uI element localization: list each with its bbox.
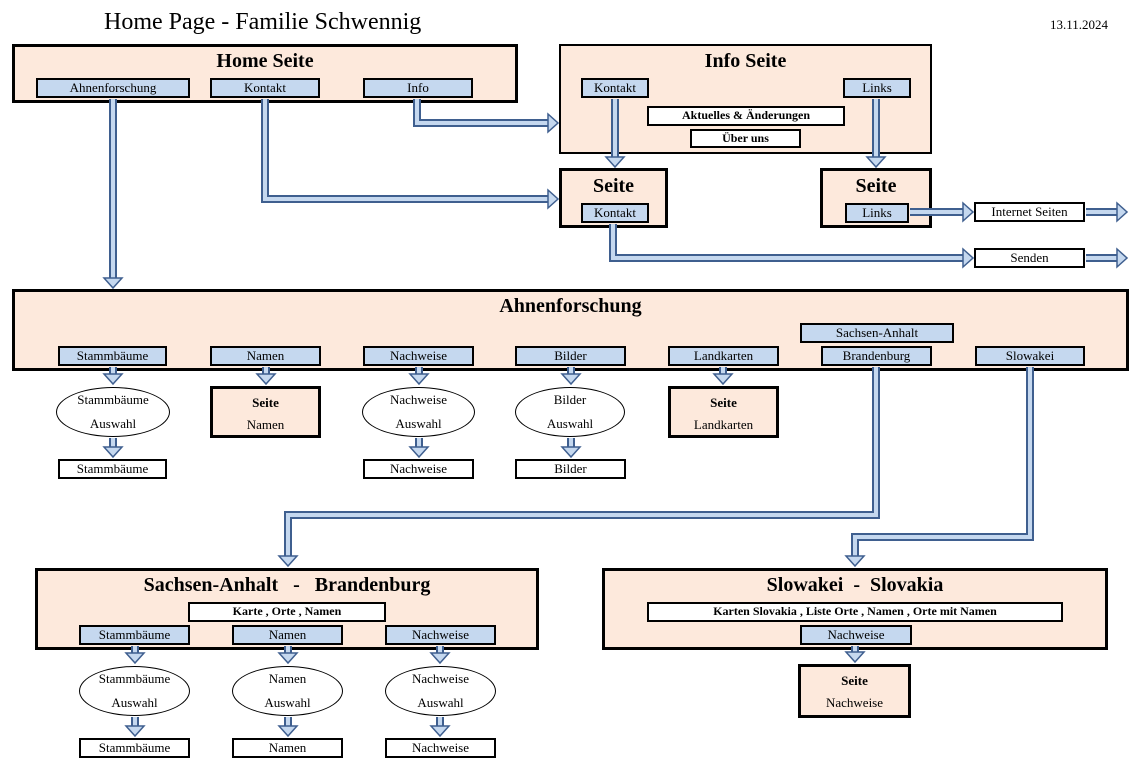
oval-line-2: Auswahl xyxy=(111,695,158,710)
arrow-nachweise-oval-to-result xyxy=(408,438,430,459)
sachsen-brandenburg-title: Sachsen-Anhalt - Brandenburg xyxy=(143,574,431,596)
stammbaeume-result[interactable]: Stammbäume xyxy=(58,459,167,479)
seite-landkarten-label: Landkarten xyxy=(693,417,754,432)
seite-namen-label: Namen xyxy=(246,417,285,432)
seite-links-button[interactable]: Links xyxy=(845,203,909,223)
home-kontakt-button[interactable]: Kontakt xyxy=(210,78,320,98)
arrow-home-info-to-info-seite xyxy=(413,99,560,134)
arrow-senden-out xyxy=(1086,247,1129,269)
seite-links-title: Seite xyxy=(855,175,897,197)
home-ahnenforschung-button[interactable]: Ahnenforschung xyxy=(36,78,190,98)
stammbaeume-auswahl-oval[interactable]: Stammbäume Auswahl xyxy=(56,387,170,437)
sachsen-stammbaeume-result[interactable]: Stammbäume xyxy=(79,738,190,758)
home-seite-title: Home Seite xyxy=(216,50,314,72)
karte-orte-namen-link[interactable]: Karte , Orte , Namen xyxy=(188,602,386,622)
seite-nachweise-label: Nachweise xyxy=(825,695,884,710)
sachsen-nachweise-result[interactable]: Nachweise xyxy=(385,738,496,758)
slowakei-title: Slowakei - Slovakia xyxy=(766,574,944,596)
sachsen-nachweise-button[interactable]: Nachweise xyxy=(385,625,496,645)
home-info-button[interactable]: Info xyxy=(363,78,473,98)
aktuelles-link[interactable]: Aktuelles & Änderungen xyxy=(647,106,845,126)
arrow-bilder-oval-to-result xyxy=(560,438,582,459)
ueber-uns-link[interactable]: Über uns xyxy=(690,129,801,148)
oval-line-1: Namen xyxy=(268,671,307,686)
karten-slovakia-link[interactable]: Karten Slovakia , Liste Orte , Namen , O… xyxy=(647,602,1063,622)
senden-button[interactable]: Senden xyxy=(974,248,1085,268)
arrow-home-to-ahnenforschung xyxy=(102,99,124,290)
oval-line-1: Stammbäume xyxy=(98,671,171,686)
ahnen-namen-button[interactable]: Namen xyxy=(210,346,321,366)
oval-line-1: Nachweise xyxy=(389,392,448,407)
sachsen-stammbaeume-oval[interactable]: Stammbäume Auswahl xyxy=(79,666,190,716)
oval-line-2: Auswahl xyxy=(417,695,464,710)
oval-line-1: Bilder xyxy=(553,392,587,407)
info-links-button[interactable]: Links xyxy=(843,78,911,98)
ahnen-bilder-button[interactable]: Bilder xyxy=(515,346,626,366)
oval-line-2: Auswahl xyxy=(546,416,594,431)
page-title: Home Page - Familie Schwennig xyxy=(104,9,422,35)
oval-line-2: Auswahl xyxy=(395,416,442,431)
slowakei-nachweise-button[interactable]: Nachweise xyxy=(800,625,912,645)
arrow-slowakei-to-slowakei-box xyxy=(844,367,1034,568)
seite-kontakt-button[interactable]: Kontakt xyxy=(581,203,649,223)
sachsen-namen-result[interactable]: Namen xyxy=(232,738,343,758)
seite-nachweise-title: Seite xyxy=(841,673,868,688)
seite-landkarten-box[interactable]: Seite Landkarten xyxy=(668,386,779,438)
arrow-sachsen-namen-oval-to-result xyxy=(277,717,299,738)
oval-line-2: Auswahl xyxy=(89,416,137,431)
date-label: 13.11.2024 xyxy=(1050,17,1109,32)
ahnenforschung-title: Ahnenforschung xyxy=(499,295,642,317)
arrow-internet-out xyxy=(1086,201,1129,223)
oval-line-1: Stammbäume xyxy=(77,392,149,407)
bilder-result[interactable]: Bilder xyxy=(515,459,626,479)
seite-kontakt-title: Seite xyxy=(592,175,635,197)
nachweise-auswahl-oval[interactable]: Nachweise Auswahl xyxy=(362,387,475,437)
ahnen-nachweise-button[interactable]: Nachweise xyxy=(363,346,474,366)
seite-landkarten-title: Seite xyxy=(710,395,737,410)
sachsen-stammbaeume-button[interactable]: Stammbäume xyxy=(79,625,190,645)
oval-line-2: Auswahl xyxy=(264,695,311,710)
sachsen-nachweise-oval[interactable]: Nachweise Auswahl xyxy=(385,666,496,716)
ahnen-landkarten-button[interactable]: Landkarten xyxy=(668,346,779,366)
arrow-stammbaeume-oval-to-result xyxy=(102,438,124,459)
seite-namen-title: Seite xyxy=(252,395,279,410)
bilder-auswahl-oval[interactable]: Bilder Auswahl xyxy=(515,387,625,437)
sachsen-namen-oval[interactable]: Namen Auswahl xyxy=(232,666,343,716)
seite-nachweise-box[interactable]: Seite Nachweise xyxy=(798,664,911,718)
internet-seiten-link[interactable]: Internet Seiten xyxy=(974,202,1085,222)
arrow-home-kontakt-to-seite-kontakt xyxy=(261,99,560,210)
ahnen-slowakei-button[interactable]: Slowakei xyxy=(975,346,1085,366)
ahnen-brandenburg-button[interactable]: Brandenburg xyxy=(821,346,932,366)
sachsen-namen-button[interactable]: Namen xyxy=(232,625,343,645)
info-kontakt-button[interactable]: Kontakt xyxy=(581,78,649,98)
arrow-seite-kontakt-to-senden xyxy=(609,224,975,269)
arrow-sachsen-nachweise-oval-to-result xyxy=(429,717,451,738)
nachweise-result[interactable]: Nachweise xyxy=(363,459,474,479)
arrow-sachsen-stamm-oval-to-result xyxy=(124,717,146,738)
info-seite-title: Info Seite xyxy=(704,50,787,72)
oval-line-1: Nachweise xyxy=(411,671,470,686)
ahnen-stammbaeume-button[interactable]: Stammbäume xyxy=(58,346,167,366)
ahnen-sachsen-anhalt-button[interactable]: Sachsen-Anhalt xyxy=(800,323,954,343)
seite-namen-box[interactable]: Seite Namen xyxy=(210,386,321,438)
